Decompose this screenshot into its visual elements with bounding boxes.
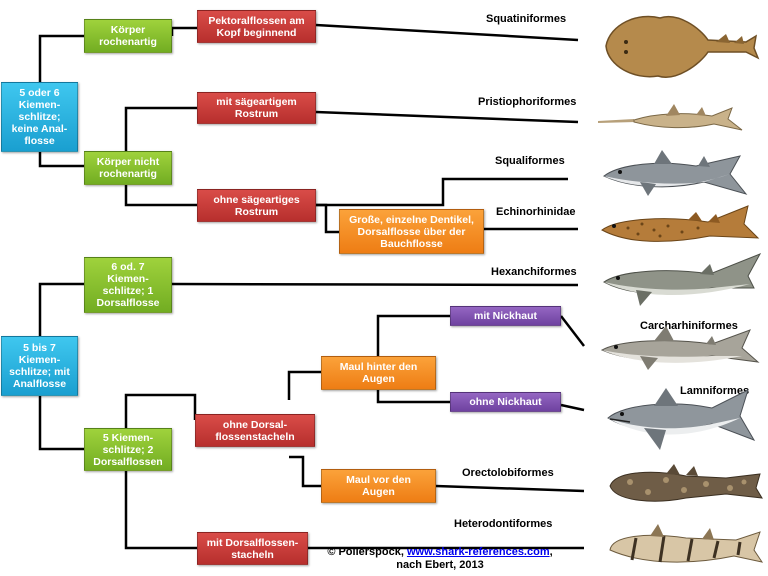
- node-maul-vor-den-augen: Maul vor den Augen: [321, 469, 436, 503]
- wobbegong-shark-icon: [609, 464, 763, 502]
- saw-shark-icon: [598, 104, 743, 131]
- credit-prefix: © Pollerspöck,: [327, 546, 407, 558]
- taxon-orectolobiformes: Orectolobiformes: [462, 467, 554, 479]
- node-grosse-dentikel: Große, einzelne Dentikel, Dorsalflosse ü…: [339, 209, 484, 254]
- credit-suffix: ,: [549, 546, 553, 558]
- taxon-squatiniformes: Squatiniformes: [486, 13, 567, 25]
- node-mit-nickhaut: mit Nickhaut: [450, 306, 561, 326]
- node-ohne-nickhaut: ohne Nickhaut: [450, 392, 561, 412]
- node-koerper-nicht-rochenartig: Körper nicht rochenartig: [84, 151, 172, 185]
- bramble-shark-icon: [601, 205, 760, 242]
- taxon-echinorhinidae: Echinorhinidae: [496, 206, 576, 218]
- node-ohne-dorsalflossenstacheln: ohne Dorsal- flossenstacheln: [195, 414, 315, 447]
- horn-shark-icon: [609, 524, 764, 563]
- taxon-heterodontiformes: Heterodontiformes: [454, 518, 553, 530]
- node-maul-hinter-den-augen: Maul hinter den Augen: [321, 356, 436, 390]
- node-5-kiemenschlitze-2-dorsal: 5 Kiemen- schlitze; 2 Dorsalflossen: [84, 428, 172, 471]
- great-white-shark-icon: [607, 388, 756, 450]
- node-koerper-rochenartig: Körper rochenartig: [84, 19, 172, 53]
- node-5-oder-6-kiemenschlitze: 5 oder 6 Kiemen- schlitze; keine Anal- f…: [1, 82, 78, 152]
- node-mit-dorsalflossenstacheln: mit Dorsalflossen- stacheln: [197, 532, 308, 565]
- node-saegeartiges-rostrum: mit sägeartigem Rostrum: [197, 92, 316, 124]
- requiem-shark-icon: [600, 326, 760, 370]
- shark-references-link[interactable]: www.shark-references.com: [406, 546, 550, 558]
- taxon-hexanchiformes: Hexanchiformes: [491, 266, 577, 278]
- angel-shark-icon: [605, 15, 760, 78]
- node-pektoralflossen: Pektoralflossen am Kopf beginnend: [197, 10, 316, 43]
- node-6-od-7-kiemenschlitze: 6 od. 7 Kiemen- schlitze; 1 Dorsalflosse: [84, 257, 172, 313]
- taxon-lamniformes: Lamniformes: [680, 385, 750, 397]
- dogfish-shark-icon: [603, 150, 748, 196]
- taxon-squaliformes: Squaliformes: [495, 155, 565, 167]
- node-ohne-saegeartiges-rostrum: ohne sägeartiges Rostrum: [197, 189, 316, 222]
- taxon-pristiophoriformes: Pristiophoriformes: [478, 96, 577, 108]
- node-5-bis-7-kiemenschlitze: 5 bis 7 Kiemen- schlitze; mit Analflosse: [1, 336, 78, 396]
- credit-text: © Pollerspöck, www.shark-references.com,…: [318, 546, 562, 572]
- sixgill-shark-icon: [603, 253, 762, 306]
- credit-line2: nach Ebert, 2013: [396, 559, 484, 571]
